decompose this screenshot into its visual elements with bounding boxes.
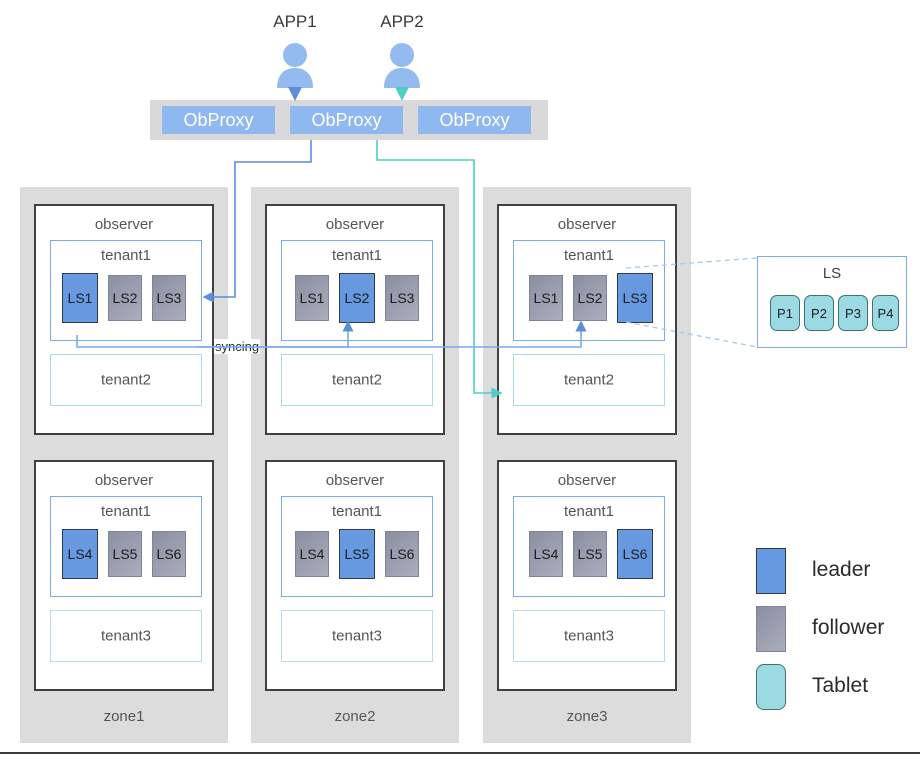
observer-box: observer tenant1 LS4 LS5 LS6 tenant3	[497, 460, 677, 691]
ls-unit-LS6[interactable]: LS6	[385, 531, 419, 577]
ls-unit-LS5[interactable]: LS5	[339, 529, 375, 579]
ls-unit-LS2[interactable]: LS2	[339, 273, 375, 323]
person-icon	[273, 42, 317, 88]
legend-swatch-tablet	[756, 664, 786, 710]
tenant-title: tenant3	[563, 627, 615, 645]
ls-unit-LS4[interactable]: LS4	[62, 529, 98, 579]
ls-detail-title: LS	[822, 265, 842, 282]
observer-title: observer	[557, 472, 617, 489]
tenant-title: tenant3	[100, 627, 152, 645]
app1-label: APP1	[273, 12, 317, 31]
tenant-box-tenant1: tenant1 LS1 LS2 LS3	[50, 240, 202, 341]
tablet-P2[interactable]: P2	[804, 295, 834, 331]
observer-title: observer	[94, 216, 154, 233]
tenant-title: tenant1	[100, 247, 152, 264]
ls-unit-LS2[interactable]: LS2	[108, 275, 142, 321]
legend-swatch-leader	[756, 548, 786, 594]
observer-box: observer tenant1 LS4 LS5 LS6 tenant3	[265, 460, 445, 691]
tenant-box-tenant1: tenant1 LS4 LS5 LS6	[513, 496, 665, 597]
observer-box: observer tenant1 LS1 LS2 LS3 tenant2	[34, 204, 214, 435]
legend-label-tablet: Tablet	[812, 674, 869, 697]
zone-2: zone2 observer tenant1 LS1 LS2 LS3 tenan…	[251, 187, 459, 743]
tenant-title: tenant1	[331, 503, 383, 520]
tenant-title: tenant1	[563, 503, 615, 520]
ls-unit-LS5[interactable]: LS5	[573, 531, 607, 577]
tablet-P1[interactable]: P1	[770, 295, 800, 331]
tenant-title: tenant3	[331, 627, 383, 645]
zone-1: zone1 observer tenant1 LS1 LS2 LS3 tenan…	[20, 187, 228, 743]
bottom-divider	[0, 752, 920, 754]
syncing-label: syncing	[214, 339, 261, 354]
ls-unit-LS4[interactable]: LS4	[529, 531, 563, 577]
ls-unit-LS4[interactable]: LS4	[295, 531, 329, 577]
tenant-title: tenant1	[563, 247, 615, 264]
tenant-box-tenant3: tenant3	[281, 610, 433, 662]
tenant-box-tenant3: tenant3	[50, 610, 202, 662]
tenant-box-tenant1: tenant1 LS1 LS2 LS3	[281, 240, 433, 341]
ls-detail-panel: LS P1 P2 P3 P4	[757, 256, 907, 348]
obproxy-box-2[interactable]: ObProxy	[290, 106, 403, 134]
app2-label: APP2	[380, 12, 424, 31]
tenant-title: tenant1	[100, 503, 152, 520]
legend-label-follower: follower	[812, 616, 885, 639]
tenant-title: tenant2	[100, 371, 152, 389]
ls-unit-LS3[interactable]: LS3	[152, 275, 186, 321]
obproxy-box-3[interactable]: ObProxy	[418, 106, 531, 134]
observer-box: observer tenant1 LS1 LS2 LS3 tenant2	[265, 204, 445, 435]
legend-label-leader: leader	[812, 558, 871, 581]
zone-label: zone1	[103, 708, 145, 725]
tenant-title: tenant2	[563, 371, 615, 389]
tenant-title: tenant1	[331, 247, 383, 264]
ls-unit-LS6[interactable]: LS6	[152, 531, 186, 577]
tenant-box-tenant1: tenant1 LS4 LS5 LS6	[281, 496, 433, 597]
zone-label: zone2	[334, 708, 376, 725]
observer-title: observer	[325, 216, 385, 233]
tenant-box-tenant2: tenant2	[50, 354, 202, 406]
obproxy-box-1[interactable]: ObProxy	[162, 106, 275, 134]
observer-box: observer tenant1 LS1 LS2 LS3 tenant2	[497, 204, 677, 435]
tenant-title: tenant2	[331, 371, 383, 389]
tenant-box-tenant2: tenant2	[281, 354, 433, 406]
legend-swatch-follower	[756, 606, 786, 652]
tenant-box-tenant1: tenant1 LS1 LS2 LS3	[513, 240, 665, 341]
ls-unit-LS1[interactable]: LS1	[295, 275, 329, 321]
observer-title: observer	[325, 472, 385, 489]
ls-unit-LS5[interactable]: LS5	[108, 531, 142, 577]
ls-unit-LS3[interactable]: LS3	[617, 273, 653, 323]
ls-unit-LS6[interactable]: LS6	[617, 529, 653, 579]
tenant-box-tenant2: tenant2	[513, 354, 665, 406]
ls-unit-LS2[interactable]: LS2	[573, 275, 607, 321]
ls-unit-LS3[interactable]: LS3	[385, 275, 419, 321]
person-icon	[380, 42, 424, 88]
tablet-P4[interactable]: P4	[872, 295, 899, 331]
observer-box: observer tenant1 LS4 LS5 LS6 tenant3	[34, 460, 214, 691]
tenant-box-tenant1: tenant1 LS4 LS5 LS6	[50, 496, 202, 597]
observer-title: observer	[94, 472, 154, 489]
zone-3: zone3 observer tenant1 LS1 LS2 LS3 tenan…	[483, 187, 691, 743]
tenant-box-tenant3: tenant3	[513, 610, 665, 662]
tablet-P3[interactable]: P3	[838, 295, 868, 331]
observer-title: observer	[557, 216, 617, 233]
ls-unit-LS1[interactable]: LS1	[62, 273, 98, 323]
zone-label: zone3	[566, 708, 608, 725]
ls-unit-LS1[interactable]: LS1	[529, 275, 563, 321]
